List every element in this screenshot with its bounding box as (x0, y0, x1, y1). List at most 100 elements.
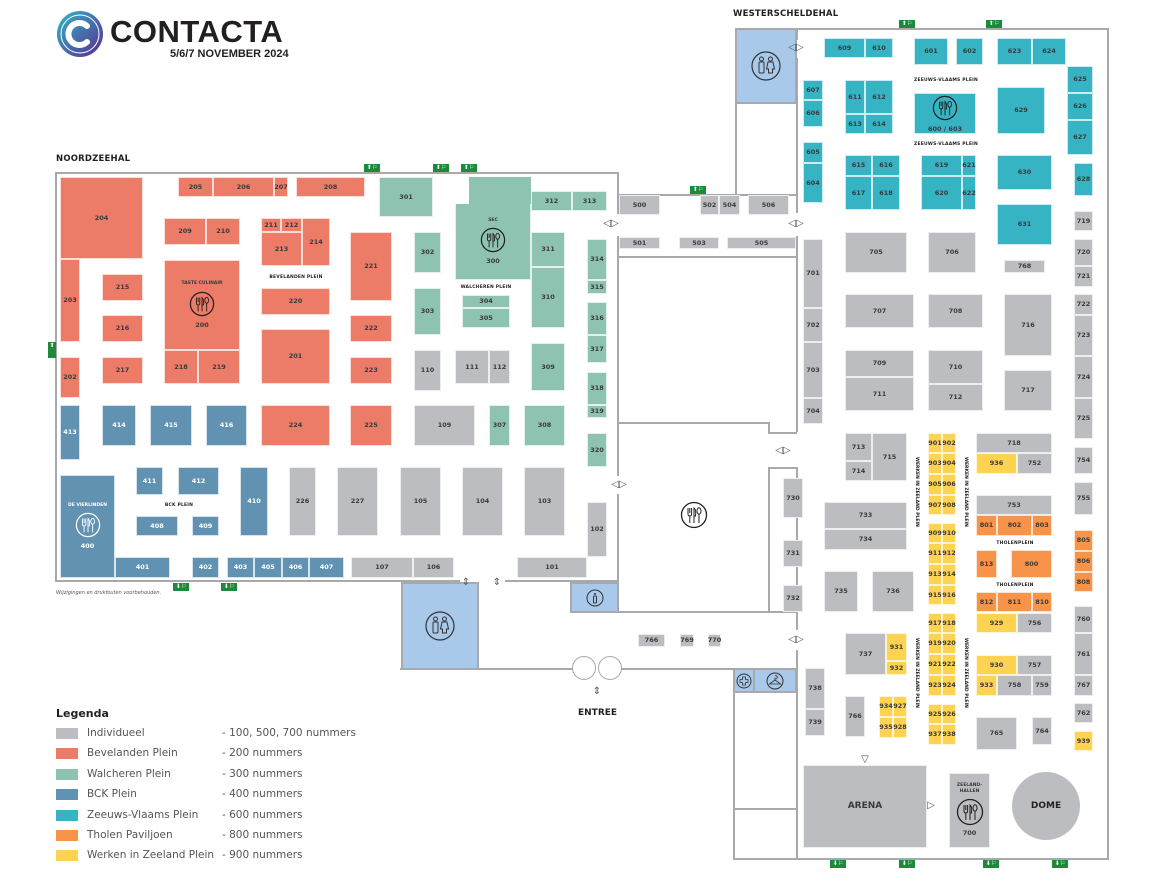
booth-935[interactable]: 935 (879, 717, 893, 738)
booth-910[interactable]: 910 (942, 523, 956, 543)
booth-403[interactable]: 403 (227, 557, 254, 578)
booth-609[interactable]: 609 (824, 38, 865, 58)
booth-312[interactable]: 312 (531, 191, 572, 211)
booth-211[interactable]: 211 (261, 218, 281, 232)
booth-919[interactable]: 919 (928, 633, 942, 654)
booth-106[interactable]: 106 (413, 557, 454, 578)
booth-410[interactable]: 410 (240, 467, 268, 536)
booth-227[interactable]: 227 (337, 467, 378, 536)
booth-705[interactable]: 705 (845, 232, 907, 273)
revolving-door[interactable] (572, 656, 596, 680)
booth-911[interactable]: 911 (928, 543, 942, 564)
booth-761[interactable]: 761 (1074, 633, 1093, 675)
booth-722[interactable]: 722 (1074, 294, 1093, 315)
booth-732[interactable]: 732 (783, 585, 803, 612)
booth-767[interactable]: 767 (1074, 675, 1093, 696)
booth-922[interactable]: 922 (942, 654, 956, 675)
booth-701[interactable]: 701 (803, 239, 823, 308)
booth-812[interactable]: 812 (976, 592, 997, 612)
booth-808[interactable]: 808 (1074, 572, 1093, 592)
booth-805[interactable]: 805 (1074, 530, 1093, 551)
booth-103[interactable]: 103 (524, 467, 565, 536)
booth-614[interactable]: 614 (865, 114, 893, 134)
revolving-door[interactable] (598, 656, 622, 680)
booth-706[interactable]: 706 (928, 232, 976, 273)
booth-930[interactable]: 930 (976, 655, 1017, 675)
booth-401[interactable]: 401 (115, 557, 170, 578)
booth-409[interactable]: 409 (192, 516, 219, 536)
booth-629[interactable]: 629 (997, 87, 1045, 134)
booth-308[interactable]: 308 (524, 405, 565, 446)
booth-216[interactable]: 216 (102, 315, 143, 342)
booth-766[interactable]: 766 (638, 634, 665, 647)
booth-213[interactable]: 213 (261, 232, 302, 266)
booth-605[interactable]: 605 (803, 142, 823, 163)
booth-414[interactable]: 414 (102, 405, 136, 446)
booth-928[interactable]: 928 (893, 717, 907, 738)
booth-405[interactable]: 405 (254, 557, 282, 578)
booth-716[interactable]: 716 (1004, 294, 1052, 356)
booth-770[interactable]: 770 (708, 634, 721, 647)
booth-109[interactable]: 109 (414, 405, 475, 446)
booth-712[interactable]: 712 (928, 384, 983, 411)
booth-800[interactable]: 800 (1011, 550, 1052, 578)
booth-302[interactable]: 302 (414, 232, 441, 273)
booth-912[interactable]: 912 (942, 543, 956, 564)
booth-766[interactable]: 766 (845, 696, 865, 737)
booth-758[interactable]: 758 (997, 675, 1032, 696)
booth-939[interactable]: 939 (1074, 731, 1093, 751)
booth-209[interactable]: 209 (164, 218, 206, 245)
booth-315[interactable]: 315 (587, 280, 607, 294)
booth-711[interactable]: 711 (845, 377, 914, 411)
booth-301[interactable]: 301 (379, 177, 433, 217)
booth-407[interactable]: 407 (309, 557, 344, 578)
booth-756[interactable]: 756 (1017, 613, 1052, 633)
booth-752[interactable]: 752 (1017, 453, 1052, 474)
booth-304[interactable]: 304 (462, 295, 510, 308)
booth-222[interactable]: 222 (350, 315, 392, 342)
booth-734[interactable]: 734 (824, 529, 907, 550)
booth-631[interactable]: 631 (997, 204, 1052, 245)
booth-307[interactable]: 307 (489, 405, 510, 446)
booth-630[interactable]: 630 (997, 155, 1052, 190)
booth-929[interactable]: 929 (976, 613, 1017, 633)
booth-755[interactable]: 755 (1074, 482, 1093, 515)
booth-602[interactable]: 602 (956, 38, 983, 65)
booth-769[interactable]: 769 (680, 634, 694, 647)
booth-725[interactable]: 725 (1074, 398, 1093, 439)
booth-627[interactable]: 627 (1067, 120, 1093, 155)
booth-111[interactable]: 111 (455, 350, 489, 384)
booth-754[interactable]: 754 (1074, 447, 1093, 474)
booth-765[interactable]: 765 (976, 717, 1017, 750)
booth-927[interactable]: 927 (893, 696, 907, 717)
booth-309[interactable]: 309 (531, 343, 565, 391)
booth-105[interactable]: 105 (400, 467, 441, 536)
booth-500[interactable]: 500 (619, 195, 660, 215)
booth-768[interactable]: 768 (1004, 260, 1045, 273)
booth-502[interactable]: 502 (700, 195, 719, 215)
booth-412[interactable]: 412 (178, 467, 219, 495)
booth-305[interactable]: 305 (462, 308, 510, 328)
booth-937[interactable]: 937 (928, 724, 942, 745)
booth-920[interactable]: 920 (942, 633, 956, 654)
booth-505[interactable]: 505 (727, 237, 796, 249)
booth-616[interactable]: 616 (872, 155, 900, 176)
booth-320[interactable]: 320 (587, 433, 607, 467)
booth-205[interactable]: 205 (178, 177, 213, 197)
booth-416[interactable]: 416 (206, 405, 247, 446)
booth-709[interactable]: 709 (845, 350, 914, 377)
booth-801[interactable]: 801 (976, 515, 997, 536)
booth-107[interactable]: 107 (351, 557, 413, 578)
booth-413[interactable]: 413 (60, 405, 80, 460)
booth-753[interactable]: 753 (976, 495, 1052, 515)
booth-723[interactable]: 723 (1074, 315, 1093, 356)
booth-719[interactable]: 719 (1074, 211, 1093, 231)
booth-102[interactable]: 102 (587, 502, 607, 557)
booth-217[interactable]: 217 (102, 357, 143, 384)
booth-934[interactable]: 934 (879, 696, 893, 717)
booth-908[interactable]: 908 (942, 495, 956, 515)
booth-730[interactable]: 730 (783, 478, 803, 518)
booth-310[interactable]: 310 (531, 267, 565, 328)
booth-708[interactable]: 708 (928, 294, 983, 328)
